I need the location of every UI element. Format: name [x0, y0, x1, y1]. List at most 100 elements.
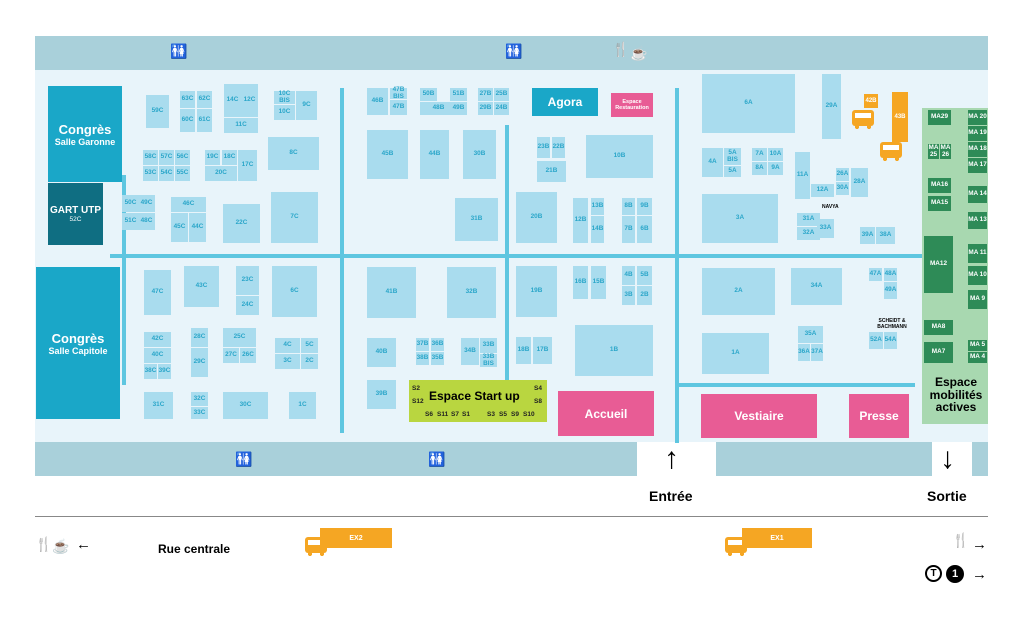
booth-60c[interactable]: 60C	[180, 109, 195, 132]
booth-30c[interactable]: 30C	[223, 392, 268, 419]
booth-31c[interactable]: 31C	[144, 392, 173, 419]
booth-40c[interactable]: 40C	[144, 348, 171, 363]
booth-32b[interactable]: 32B	[447, 267, 496, 318]
booth-11a[interactable]: 11A	[795, 152, 810, 199]
booth-10c-bis[interactable]: 10C BIS	[274, 90, 295, 104]
booth-5c[interactable]: 5C	[301, 338, 318, 353]
booth-47c[interactable]: 47C	[144, 270, 171, 315]
booth-17b[interactable]: 17B	[533, 337, 552, 364]
booth-32c[interactable]: 32C	[191, 392, 208, 406]
booth-49c[interactable]: 49C	[138, 195, 155, 212]
booth-ma12[interactable]: MA12	[924, 236, 953, 293]
booth-18b[interactable]: 18B	[516, 337, 531, 364]
booth-24c[interactable]: 24C	[236, 296, 259, 315]
booth-4c[interactable]: 4C	[275, 338, 300, 353]
booth-10c[interactable]: 10C	[274, 105, 295, 120]
booth-17c[interactable]: 17C	[238, 150, 257, 181]
booth-47b-bis[interactable]: 47B BIS	[390, 86, 407, 99]
booth-7b[interactable]: 7B	[622, 216, 635, 243]
booth-39b[interactable]: 39B	[367, 380, 396, 409]
booth-6b[interactable]: 6B	[637, 216, 652, 243]
booth-48c[interactable]: 48C	[138, 213, 155, 230]
congres-garonne[interactable]: Congrès Salle Garonne	[48, 86, 122, 182]
booth-59c[interactable]: 59C	[146, 95, 169, 128]
booth-22c[interactable]: 22C	[223, 204, 260, 243]
booth-36a[interactable]: 36A	[798, 344, 810, 361]
booth-50c[interactable]: 50C	[122, 195, 139, 212]
booth-53c[interactable]: 53C	[143, 166, 158, 181]
booth-19b[interactable]: 19B	[516, 266, 557, 317]
booth-13b[interactable]: 13B	[591, 198, 604, 215]
booth-16b[interactable]: 16B	[573, 266, 588, 299]
booth-33a[interactable]: 33A	[817, 219, 834, 238]
booth-52a[interactable]: 52A	[869, 332, 883, 349]
booth-ma-10[interactable]: MA 10	[968, 266, 987, 285]
booth-46b[interactable]: 46B	[367, 88, 388, 115]
booth-51c[interactable]: 51C	[122, 213, 139, 230]
booth-ma16[interactable]: MA16	[928, 178, 951, 193]
booth-ma8[interactable]: MA8	[924, 320, 953, 335]
gart-utp[interactable]: GART UTP 52C	[48, 183, 103, 245]
booth-43c[interactable]: 43C	[184, 266, 219, 307]
booth-3c[interactable]: 3C	[275, 354, 300, 369]
booth-4b[interactable]: 4B	[622, 266, 635, 285]
booth-10a[interactable]: 10A	[768, 148, 783, 161]
bus-stop-ex1[interactable]: EX1	[742, 528, 812, 548]
booth-33b-bis[interactable]: 33B BIS	[480, 353, 497, 367]
booth-54c[interactable]: 54C	[159, 166, 174, 181]
booth-1c[interactable]: 1C	[289, 392, 316, 419]
booth-57c[interactable]: 57C	[159, 150, 174, 165]
booth-2a[interactable]: 2A	[702, 268, 775, 315]
booth-25c[interactable]: 25C	[223, 328, 256, 347]
booth-47b[interactable]: 47B	[390, 100, 407, 115]
booth-37a[interactable]: 37A	[811, 344, 823, 361]
booth-34a[interactable]: 34A	[791, 268, 842, 305]
booth-47a[interactable]: 47A	[869, 268, 882, 281]
booth-27b[interactable]: 27B	[478, 88, 493, 101]
booth-30b[interactable]: 30B	[463, 130, 496, 179]
booth-63c[interactable]: 63C	[180, 91, 195, 108]
booth-12b[interactable]: 12B	[573, 198, 588, 243]
booth-ma-4[interactable]: MA 4	[968, 352, 987, 363]
booth-22b[interactable]: 22B	[552, 137, 565, 158]
booth-19c[interactable]: 19C	[205, 150, 220, 165]
booth-29b[interactable]: 29B	[478, 102, 493, 115]
espace-start-up[interactable]: Espace Start up S2 S12 S4 S8 S6 S11 S7 S…	[409, 380, 547, 422]
vestiaire[interactable]: Vestiaire	[701, 394, 817, 438]
booth-45b[interactable]: 45B	[367, 130, 408, 179]
booth-23c[interactable]: 23C	[236, 266, 259, 295]
booth-14c[interactable]: 14C	[224, 84, 241, 117]
booth-27c[interactable]: 27C	[223, 348, 239, 363]
booth-ma-20[interactable]: MA 20	[968, 110, 987, 125]
booth-49a[interactable]: 49A	[884, 282, 897, 299]
booth-48b[interactable]: 48B	[420, 102, 457, 115]
booth-18c[interactable]: 18C	[222, 150, 237, 165]
booth-37b[interactable]: 37B	[416, 338, 429, 351]
booth-8c[interactable]: 8C	[268, 137, 319, 170]
booth-48a[interactable]: 48A	[884, 268, 897, 281]
booth-ma-19[interactable]: MA 19	[968, 126, 987, 141]
booth-50b[interactable]: 50B	[420, 88, 437, 101]
booth-58c[interactable]: 58C	[143, 150, 158, 165]
booth-44b[interactable]: 44B	[420, 130, 449, 179]
booth-21b[interactable]: 21B	[537, 161, 566, 182]
booth-29a[interactable]: 29A	[822, 74, 841, 139]
booth-ma-14[interactable]: MA 14	[968, 186, 987, 203]
booth-2c[interactable]: 2C	[301, 354, 318, 369]
booth-49b[interactable]: 49B	[450, 102, 467, 115]
booth-38b[interactable]: 38B	[416, 352, 429, 365]
booth-41b[interactable]: 41B	[367, 267, 416, 318]
booth-33c[interactable]: 33C	[191, 407, 208, 419]
booth-ma-11[interactable]: MA 11	[968, 244, 987, 263]
booth-31b[interactable]: 31B	[455, 198, 498, 241]
booth-28c[interactable]: 28C	[191, 328, 208, 347]
booth-46c[interactable]: 46C	[171, 197, 206, 212]
booth-8b[interactable]: 8B	[622, 198, 635, 215]
booth-39c[interactable]: 39C	[158, 364, 171, 379]
booth-32a[interactable]: 32A	[797, 227, 820, 240]
booth-26c[interactable]: 26C	[240, 348, 256, 363]
booth-55c[interactable]: 55C	[175, 166, 190, 181]
booth-ma-5[interactable]: MA 5	[968, 340, 987, 351]
booth-14b[interactable]: 14B	[591, 216, 604, 243]
booth-2b[interactable]: 2B	[637, 286, 652, 305]
